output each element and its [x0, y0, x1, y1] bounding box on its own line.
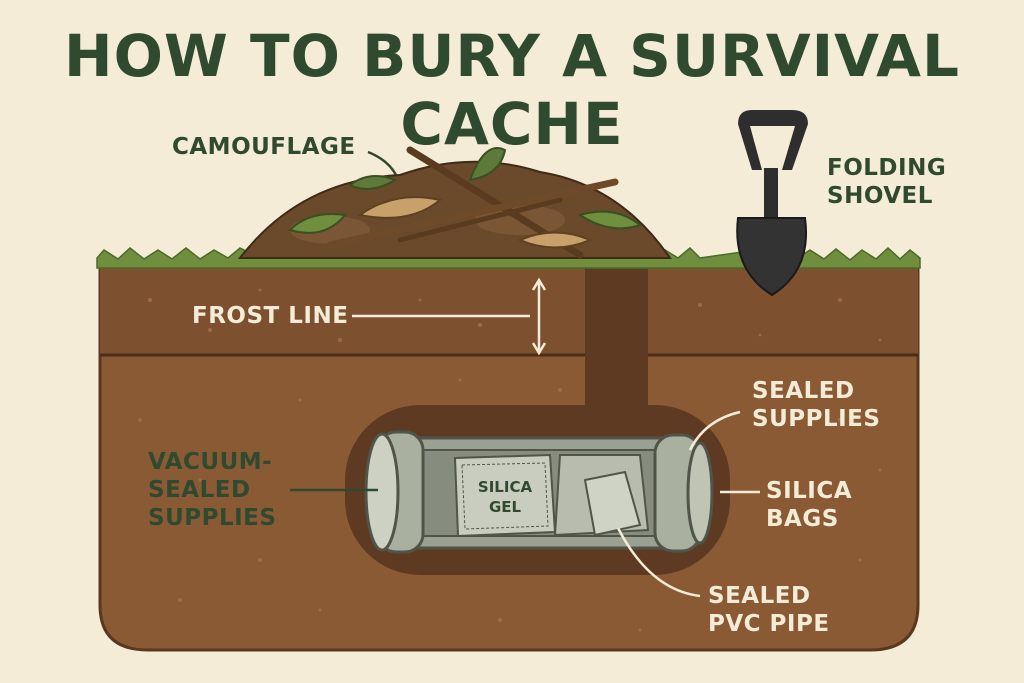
sealed-supplies-label: SEALED SUPPLIES [752, 377, 880, 433]
sealed-supplies-leader [688, 410, 741, 451]
silica-gel-packet-icon [453, 453, 557, 538]
silica-gel-text-line-1: SILICA [478, 478, 533, 496]
frost-line-label: FROST LINE [192, 303, 349, 329]
silica-bags-label: SILICA BAGS [766, 477, 852, 533]
silica-bags-label-line-2: BAGS [766, 506, 839, 532]
vacuum-sealed-supplies-label-line-1: VACUUM- [148, 449, 273, 475]
folding-shovel-label-line-1: FOLDING [827, 155, 947, 181]
camouflage-label: CAMOUFLAGE [172, 134, 356, 160]
folding-shovel-icon [736, 110, 808, 297]
camouflage-pile-icon [237, 146, 672, 259]
page-title: HOW TO BURY A SURVIVAL CACHE [64, 22, 960, 158]
vacuum-sealed-supplies-label-line-3: SUPPLIES [148, 505, 277, 531]
vacuum-sealed-supplies-label-line-2: SEALED [148, 477, 251, 503]
leader-lines [290, 150, 760, 598]
sealed-supplies-label-line-1: SEALED [752, 378, 855, 404]
sealed-pvc-pipe-label-line-2: PVC PIPE [708, 611, 830, 637]
folding-shovel-label-line-2: SHOVEL [827, 183, 933, 209]
silica-bags-label-line-1: SILICA [766, 478, 853, 504]
camouflage-leader [367, 150, 398, 176]
vacuum-sealed-supplies-label: VACUUM- SEALED SUPPLIES [148, 448, 276, 532]
sealed-supplies-label-line-2: SUPPLIES [752, 406, 881, 432]
sealed-pvc-pipe-label-line-1: SEALED [708, 583, 811, 609]
sealed-pvc-pipe-label: SEALED PVC PIPE [708, 582, 830, 638]
folding-shovel-label: FOLDING SHOVEL [827, 154, 946, 210]
sealed-pvc-leader [616, 527, 701, 598]
silica-gel-text-line-2: GEL [489, 498, 522, 516]
